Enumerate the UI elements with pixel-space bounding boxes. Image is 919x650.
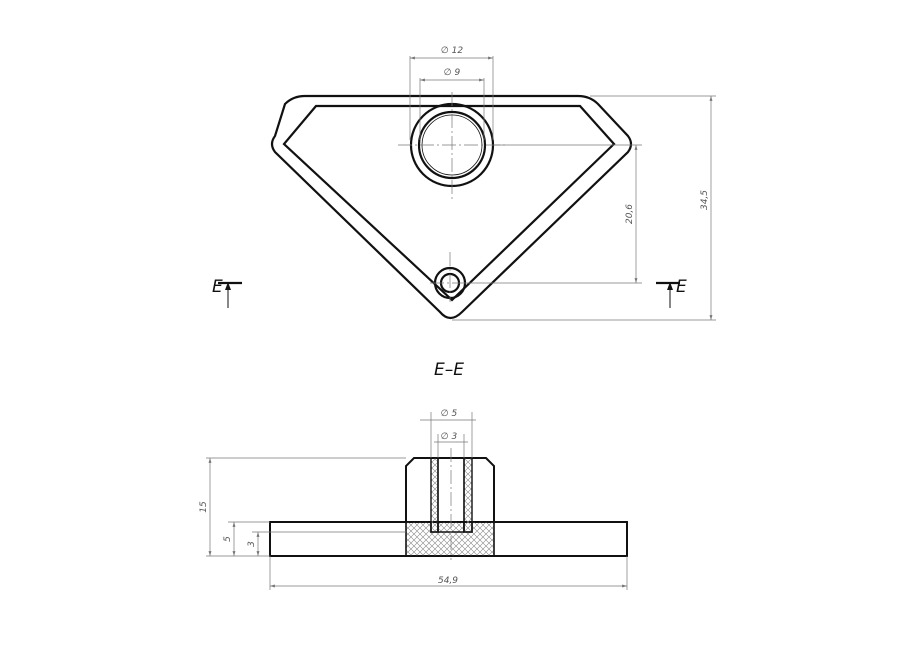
section-title: E–E xyxy=(434,360,464,380)
boss-outline xyxy=(405,457,495,522)
dim-outer-diameter: ∅ 12 xyxy=(441,46,463,56)
hub-section-hatch-base xyxy=(405,521,495,557)
dim-groove-depth: 3 xyxy=(247,541,257,547)
dim-total-height: 15 xyxy=(199,501,209,513)
bracket-inner-outline xyxy=(282,104,616,302)
boss-inner-circle xyxy=(417,110,487,180)
bracket-outer-outline xyxy=(270,94,633,320)
section-mark-left: E xyxy=(212,277,242,308)
section-view: ∅ 5 ∅ 3 15 5 3 54,9 xyxy=(199,409,628,590)
dim-overall-height: 34,5 xyxy=(700,190,710,210)
dim-hole-spacing: 20,6 xyxy=(625,204,635,224)
dim-overall-width: 54,9 xyxy=(438,576,458,586)
sleeve-wall-right xyxy=(463,457,473,533)
svg-text:E: E xyxy=(212,277,223,297)
dim-sec-inner-diameter: ∅ 3 xyxy=(441,432,458,442)
top-view: ∅ 12 ∅ 9 20,6 34,5 E E xyxy=(212,46,716,321)
dim-plate-height: 5 xyxy=(223,536,233,542)
dim-inner-diameter: ∅ 9 xyxy=(444,68,461,78)
section-mark-right: E xyxy=(656,277,687,308)
svg-text:E: E xyxy=(676,277,687,297)
sleeve-wall-left xyxy=(430,457,439,533)
dim-sec-outer-diameter: ∅ 5 xyxy=(441,409,458,419)
